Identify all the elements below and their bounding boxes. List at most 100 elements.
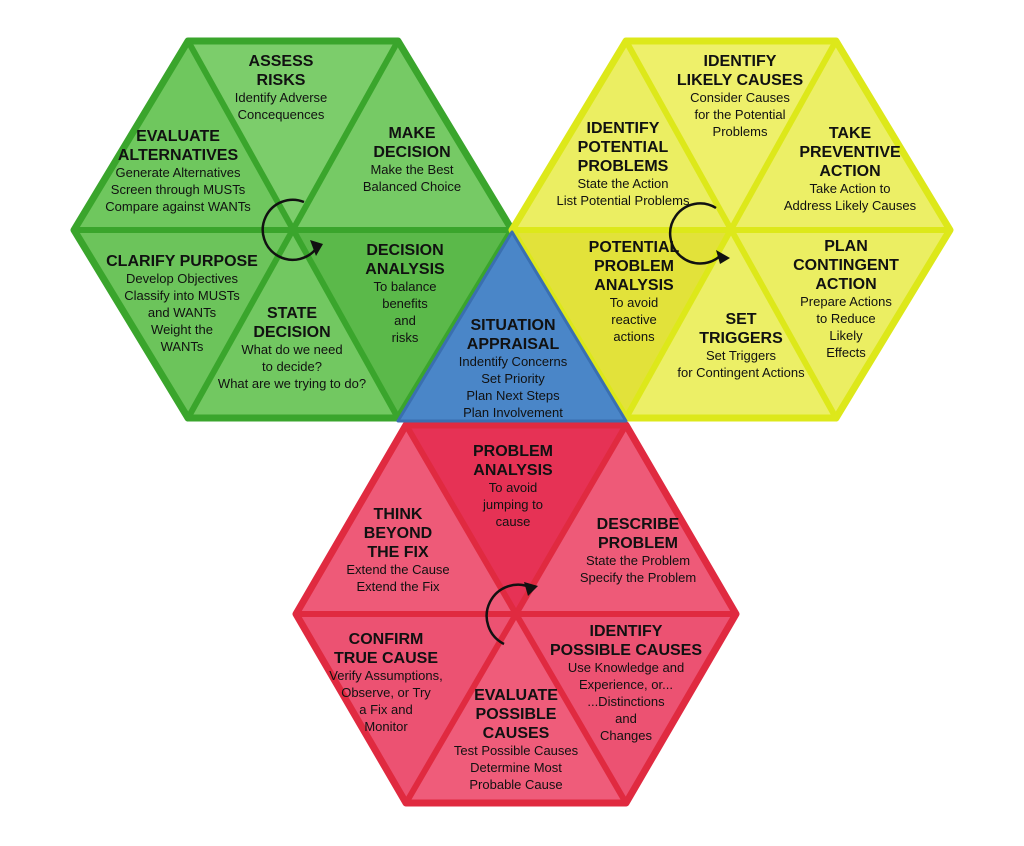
block-title-line: ACTION <box>815 276 876 293</box>
block-body-line: Monitor <box>364 719 408 734</box>
block-title-line: PREVENTIVE <box>799 144 901 161</box>
block-body-line: Classify into MUSTs <box>124 288 240 303</box>
block-title-line: ANALYSIS <box>594 277 674 294</box>
block-title-line: DESCRIBE <box>597 516 680 533</box>
block-title-line: ALTERNATIVES <box>118 147 239 164</box>
block-body-line: Indentify Concerns <box>459 354 568 369</box>
block-body-line: Problems <box>713 124 768 139</box>
red-hexagon-outline <box>292 421 740 807</box>
block-body-line: cause <box>496 514 531 529</box>
block-title-line: TAKE <box>829 125 872 142</box>
block-body-line: Effects <box>826 345 866 360</box>
block-title-line: CONFIRM <box>349 631 424 648</box>
green-hexagon-outline <box>70 37 516 422</box>
block-body-line: to decide? <box>262 359 322 374</box>
block-title-line: APPRAISAL <box>467 336 560 353</box>
block-body-line: Plan Involvement <box>463 405 563 420</box>
block-body-line: To avoid <box>489 480 537 495</box>
block-body-line: reactive <box>611 312 657 327</box>
block-title-line: PROBLEMS <box>578 158 669 175</box>
block-body-line: ...Distinctions <box>587 694 665 709</box>
block-body-line: Weight the <box>151 322 213 337</box>
red-triangle-lower-right <box>516 614 736 803</box>
green-triangle-bottom <box>188 230 398 418</box>
block-body-line: Determine Most <box>470 760 562 775</box>
block-title-line: POSSIBLE CAUSES <box>550 642 702 659</box>
block-title-line: IDENTIFY <box>587 120 660 137</box>
block-title-line: ANALYSIS <box>365 261 445 278</box>
block-body-line: Extend the Cause <box>346 562 449 577</box>
block-title-line: PROBLEM <box>473 443 553 460</box>
block-body-line: Identify Adverse <box>235 90 328 105</box>
block-body-line: Set Triggers <box>706 348 777 363</box>
red-triangle-upper-right <box>516 425 736 614</box>
block-body-line: Prepare Actions <box>800 294 892 309</box>
red-triangle-upper-left <box>296 425 516 614</box>
block-body-line: Balanced Choice <box>363 179 461 194</box>
block-title-line: CLARIFY PURPOSE <box>106 253 258 270</box>
yellow-triangle-top <box>626 41 836 230</box>
block-body-line: Take Action to <box>810 181 891 196</box>
block-body-line: WANTs <box>161 339 204 354</box>
block-body-line: To avoid <box>610 295 658 310</box>
situation-appraisal-triangle <box>396 230 628 423</box>
red-triangle-lower-left <box>296 614 516 803</box>
block-body-line: Observe, or Try <box>341 685 431 700</box>
block-title-line: POTENTIAL <box>578 139 669 156</box>
block-body-line: Extend the Fix <box>356 579 440 594</box>
green-triangle-lower-left <box>74 230 293 418</box>
block-body-line: Develop Objectives <box>126 271 238 286</box>
block-body-line: To balance <box>374 279 437 294</box>
yellow-triangle-upper-left <box>512 41 731 230</box>
block-body-line: risks <box>392 330 419 345</box>
block-title-line: CONTINGENT <box>793 257 899 274</box>
block-body-line: Set Priority <box>481 371 545 386</box>
block-body-line: State the Problem <box>586 553 690 568</box>
block-title-line: MAKE <box>388 125 435 142</box>
block-title-line: IDENTIFY <box>590 623 663 640</box>
block-body-line: Make the Best <box>370 162 453 177</box>
block-title-line: DECISION <box>373 144 450 161</box>
block-body-line: Likely <box>829 328 863 343</box>
yellow-triangle-bottom <box>626 230 836 418</box>
block-body-line: Probable Cause <box>469 777 562 792</box>
block-title-line: DECISION <box>366 242 443 259</box>
block-title-line: LIKELY CAUSES <box>677 72 804 89</box>
block-body-line: jumping to <box>482 497 543 512</box>
block-body-line: benefits <box>382 296 428 311</box>
yellow-triangle-lower-right <box>731 230 950 418</box>
block-body-line: Compare against WANTs <box>105 199 251 214</box>
block-title-line: DECISION <box>253 324 330 341</box>
decision-analysis-hexagon <box>70 37 516 422</box>
problem-cycle-arrow-icon <box>485 582 538 646</box>
block-title-line: POTENTIAL <box>589 239 680 256</box>
block-body-line: Consider Causes <box>690 90 790 105</box>
block-body-line: and WANTs <box>148 305 217 320</box>
block-body-line: Verify Assumptions, <box>329 668 442 683</box>
block-title-line: IDENTIFY <box>704 53 777 70</box>
problem-analysis-hexagon <box>292 421 740 807</box>
block-body-line: Test Possible Causes <box>454 743 579 758</box>
block-title-line: EVALUATE <box>474 687 558 704</box>
block-body-line: Use Knowledge and <box>568 660 684 675</box>
block-body-line: and <box>394 313 416 328</box>
green-triangle-upper-right <box>293 41 512 230</box>
red-triangle-problem-analysis <box>406 425 626 614</box>
block-body-line: Plan Next Steps <box>466 388 560 403</box>
